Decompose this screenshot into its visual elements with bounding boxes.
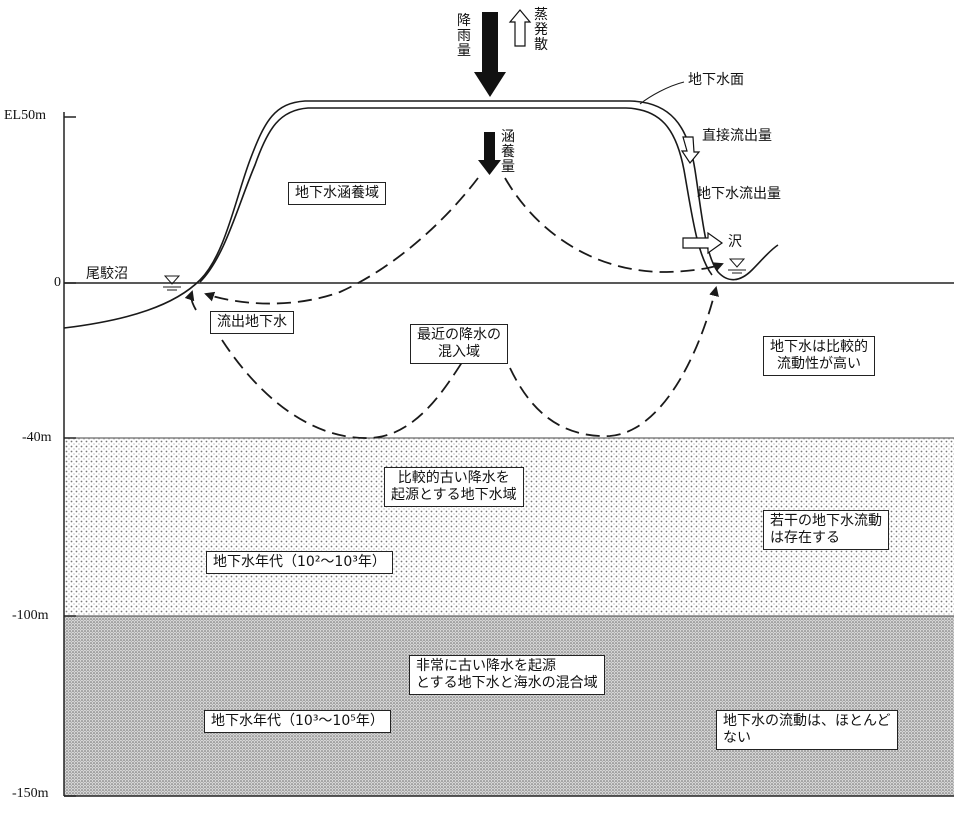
very-old-line-1: 非常に古い降水を起源 — [416, 658, 598, 675]
age-mid-box: 地下水年代（10²〜10³年） — [206, 551, 393, 574]
axis-label-minus-100: -100m — [12, 608, 49, 624]
land-surface-outer — [64, 101, 778, 328]
older-origin-line-1: 比較的古い降水を — [391, 470, 517, 487]
recharge-label: 涵養量 — [500, 130, 516, 175]
some-flow-box: 若干の地下水流動 は存在する — [763, 510, 889, 550]
water-table-line — [200, 108, 712, 282]
high-mobility-box: 地下水は比較的 流動性が高い — [763, 336, 875, 376]
no-flow-line-1: 地下水の流動は、ほとんど — [723, 713, 891, 730]
no-flow-line-2: ない — [723, 730, 891, 747]
evaporation-arrow — [510, 10, 530, 46]
recharge-arrow — [478, 132, 501, 175]
flow-path-deep-right — [510, 288, 716, 436]
rainfall-arrow — [474, 12, 506, 97]
some-flow-line-1: 若干の地下水流動 — [770, 513, 882, 530]
water-table-label: 地下水面 — [688, 72, 744, 89]
some-flow-line-2: は存在する — [770, 530, 882, 547]
marsh-label: 尾駮沼 — [86, 266, 128, 283]
flow-path-outflow — [191, 292, 196, 310]
outflow-gw-box: 流出地下水 — [210, 311, 294, 334]
groundwater-runoff-label: 地下水流出量 — [697, 186, 781, 203]
direct-runoff-label: 直接流出量 — [702, 128, 772, 145]
high-mobility-line-1: 地下水は比較的 — [770, 339, 868, 356]
rainfall-label: 降雨量 — [456, 14, 472, 59]
recent-mix-line-2: 混入域 — [417, 344, 501, 361]
recent-mix-line-1: 最近の降水の — [417, 327, 501, 344]
recent-mix-box: 最近の降水の 混入域 — [410, 324, 508, 364]
stream-label: 沢 — [728, 234, 742, 251]
very-old-box: 非常に古い降水を起源 とする地下水と海水の混合域 — [409, 655, 605, 695]
no-flow-box: 地下水の流動は、ほとんど ない — [716, 710, 898, 750]
recharge-area-box: 地下水涵養域 — [288, 182, 386, 205]
axis-label-minus-40: -40m — [22, 430, 52, 446]
axis-label-minus-150: -150m — [12, 786, 49, 802]
age-deep-box: 地下水年代（10³〜10⁵年） — [204, 710, 391, 733]
groundwater-runoff-arrow — [683, 233, 722, 253]
direct-runoff-arrow — [682, 137, 699, 163]
older-origin-box: 比較的古い降水を 起源とする地下水域 — [384, 467, 524, 507]
axis-label-0: 0 — [54, 275, 61, 291]
older-origin-line-2: 起源とする地下水域 — [391, 487, 517, 504]
water-table-callout — [640, 82, 684, 104]
stream-water-symbol — [728, 259, 746, 273]
very-old-line-2: とする地下水と海水の混合域 — [416, 675, 598, 692]
axis-label-el50: EL50m — [4, 108, 46, 124]
high-mobility-line-2: 流動性が高い — [770, 356, 868, 373]
evaporation-label: 蒸発散 — [533, 8, 549, 53]
flow-path-right-upper — [505, 178, 722, 272]
layer-deep-zone — [64, 616, 954, 796]
